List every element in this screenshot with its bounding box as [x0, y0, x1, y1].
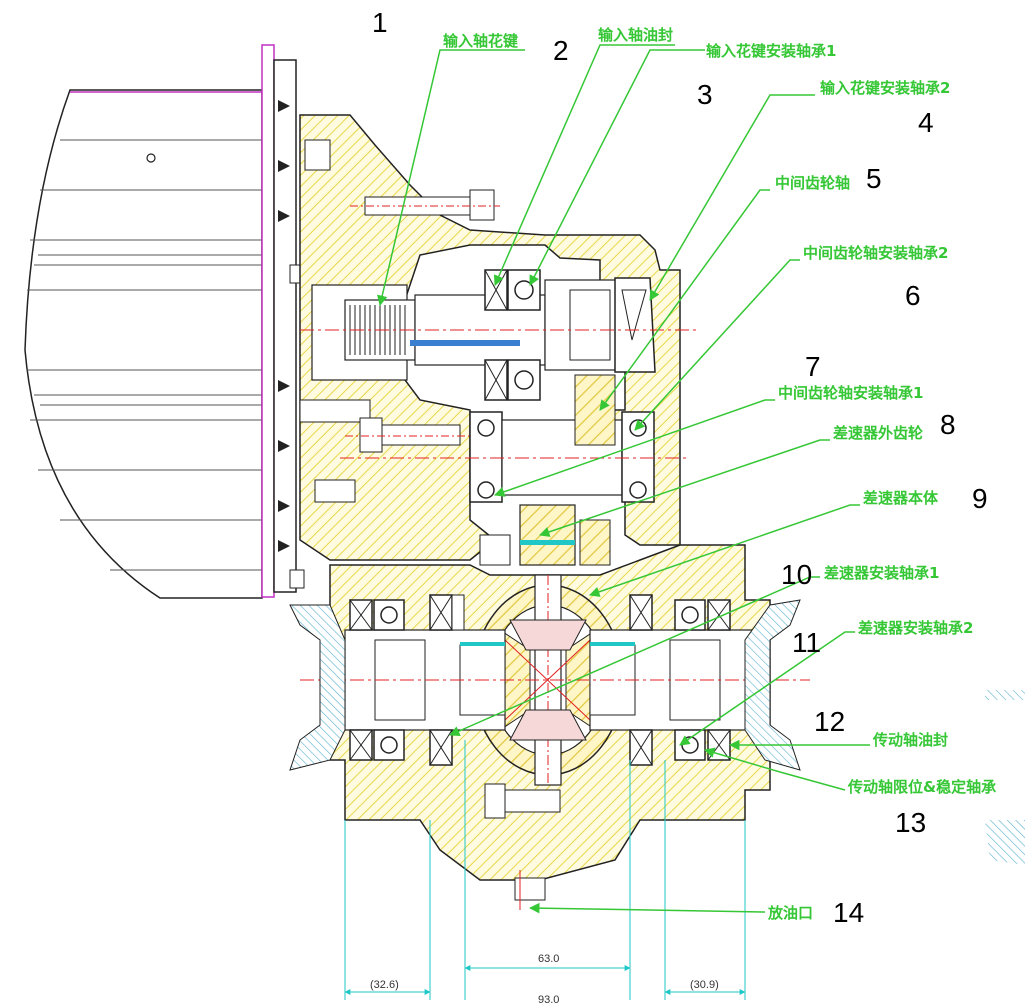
intermediate-gear-shaft — [340, 374, 690, 503]
callout-number-14: 14 — [833, 897, 864, 928]
callout-number-10: 10 — [781, 559, 812, 590]
dimension-bottom: 93.0 — [538, 994, 559, 1006]
drain-plug — [484, 783, 561, 910]
callout-number-4: 4 — [918, 107, 934, 138]
callout-number-3: 3 — [697, 79, 713, 110]
callout-number-1: 1 — [372, 7, 388, 38]
dimension-center: 63.0 — [538, 953, 559, 965]
callout-number-2: 2 — [553, 35, 569, 66]
callout-number-6: 6 — [905, 280, 921, 311]
callout-label-11: 差速器安装轴承2 — [858, 619, 973, 637]
callout-label-8: 差速器外齿轮 — [833, 424, 923, 442]
callout-label-5: 中间齿轮轴 — [775, 174, 850, 192]
differential-outer-gear — [479, 504, 611, 566]
callout-number-11: 11 — [792, 627, 821, 658]
callout-number-12: 12 — [814, 706, 845, 737]
callout-label-10: 差速器安装轴承1 — [824, 564, 939, 582]
callout-label-7: 中间齿轮轴安装轴承1 — [778, 384, 923, 402]
dimension-left: (32.6) — [370, 979, 399, 991]
callout-label-9: 差速器本体 — [863, 489, 939, 507]
leader-lines — [377, 44, 870, 914]
dimension-right: (30.9) — [690, 979, 719, 991]
callout-number-8: 8 — [940, 409, 956, 440]
side-mount-brackets — [289, 599, 1025, 865]
dimension-lines — [344, 740, 746, 1000]
callout-label-6: 中间齿轮轴安装轴承2 — [803, 244, 948, 262]
callout-number-5: 5 — [866, 163, 882, 194]
drive-shafts — [300, 329, 810, 731]
callout-label-4: 输入花键安装轴承2 — [820, 79, 950, 97]
callout-label-1: 输入轴花键 — [443, 32, 518, 50]
input-bearings — [484, 269, 656, 401]
callout-number-7: 7 — [805, 351, 821, 382]
callout-number-9: 9 — [972, 483, 988, 514]
callout-label-12: 传动轴油封 — [872, 731, 948, 749]
callout-label-14: 放油口 — [767, 904, 813, 922]
callout-label-2: 输入轴油封 — [598, 26, 673, 44]
callout-number-13: 13 — [895, 807, 926, 838]
housing-bolts — [345, 189, 500, 453]
callout-label-3: 输入花键安装轴承1 — [706, 42, 836, 60]
motor-housing — [24, 44, 305, 599]
callout-label-13: 传动轴限位&稳定轴承 — [847, 778, 996, 796]
